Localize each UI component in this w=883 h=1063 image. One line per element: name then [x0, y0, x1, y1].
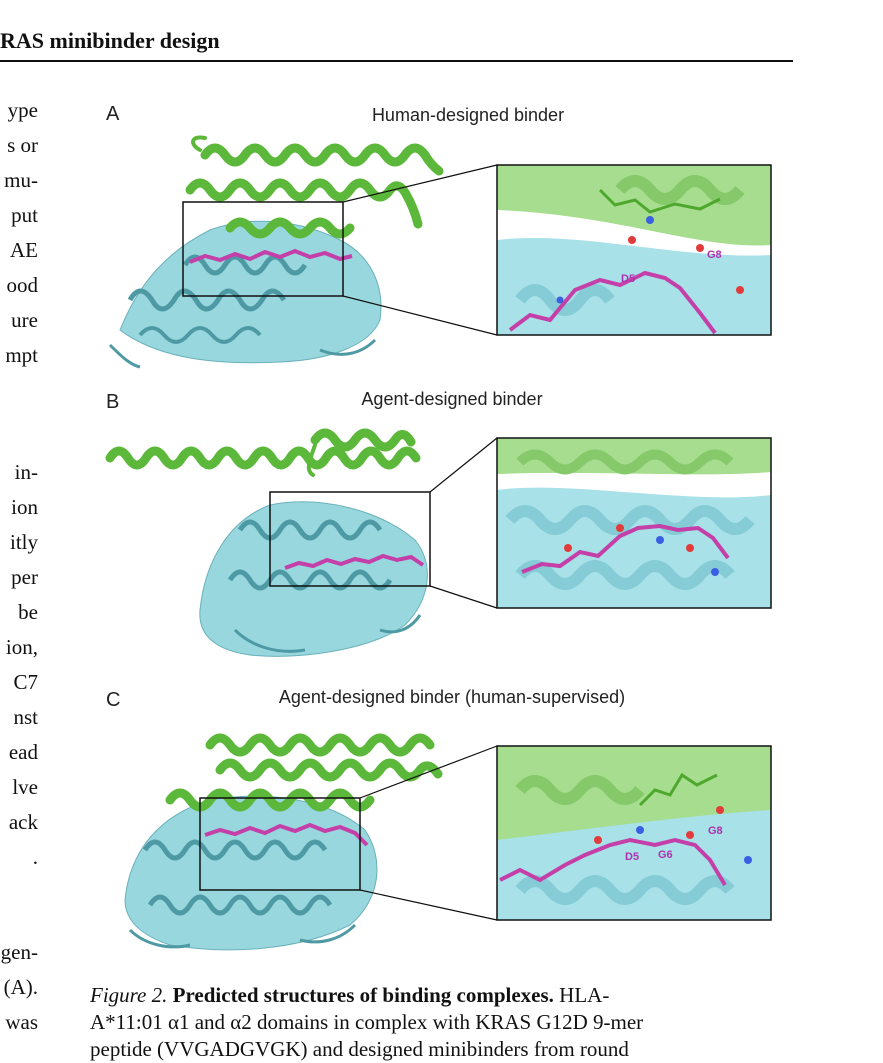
panel-a-structure: D5 G8	[108, 135, 772, 369]
left-column-fragment: ure	[11, 308, 38, 332]
left-column-fragment: itly	[9, 530, 38, 554]
left-column-fragment: .	[32, 845, 38, 869]
caption-title: Predicted structures of binding complexe…	[172, 983, 554, 1007]
left-column-fragment: s or	[7, 133, 38, 157]
caption-label: Figure 2.	[90, 983, 168, 1007]
left-column-fragment: ood	[6, 273, 39, 297]
panel-c-letter: C	[106, 689, 121, 711]
panel-c-label-d5: D5	[625, 851, 639, 863]
panel-a-zoom-box	[182, 201, 344, 297]
left-column-fragment: be	[18, 600, 38, 624]
left-column-fragment: lve	[12, 775, 38, 799]
panel-b-peptide	[284, 553, 425, 570]
panel-b-title: Agent-designed binder	[361, 389, 543, 409]
left-column-fragment: put	[11, 203, 38, 227]
panel-a-label-g8: G8	[707, 249, 722, 261]
left-column-fragment: in-	[14, 460, 38, 484]
panel-c-title: Agent-designed binder (human-supervised)	[278, 687, 626, 707]
panel-b-structure	[105, 428, 772, 657]
page-header-title: RAS minibinder design	[0, 28, 220, 53]
left-column-fragment: ion	[11, 495, 38, 519]
panel-b-binder-helices	[105, 428, 421, 477]
left-column-fragment: ead	[8, 740, 38, 764]
panel-c-mhc-domain	[124, 795, 378, 951]
panel-c-label-g6: G6	[658, 849, 673, 861]
left-column-fragment: per	[11, 565, 38, 589]
panel-b-zoom-box	[269, 491, 431, 587]
panel-a-inset: D5 G8	[497, 165, 771, 335]
panel-c-peptide	[204, 822, 369, 847]
left-column-fragment: nst	[13, 705, 38, 729]
left-column-fragment: gen-	[0, 940, 38, 964]
left-column-fragment: ype	[7, 98, 38, 122]
panel-a-binder-helices	[185, 135, 444, 239]
panel-a-mhc-domain	[108, 220, 382, 369]
caption-line3: peptide (VVGADGVGK) and designed minibin…	[90, 1037, 629, 1061]
panel-b-inset	[497, 438, 771, 608]
panel-c-binder-helices	[165, 733, 443, 812]
panel-c-label-g8: G8	[708, 825, 723, 837]
figure-caption: Figure 2. Predicted structures of bindin…	[90, 982, 800, 1063]
panel-c-structure: D5 G6 G8	[124, 733, 772, 951]
left-column-fragment: mu-	[4, 168, 38, 192]
header-rule	[0, 60, 793, 62]
panel-b-mhc-domain	[199, 501, 428, 657]
left-column-fragment: mpt	[5, 343, 38, 367]
panel-b-letter: B	[106, 391, 120, 413]
left-column-fragment: was	[5, 1010, 38, 1034]
panel-a-label-d5: D5	[621, 273, 635, 285]
left-column-fragment: ion,	[5, 635, 38, 659]
panel-a-letter: A	[106, 103, 120, 125]
caption-line1-tail: HLA-	[559, 983, 610, 1007]
panel-a-peptide	[189, 248, 353, 264]
caption-line2: A*11:01 α1 and α2 domains in complex wit…	[90, 1010, 644, 1034]
panel-c-inset: D5 G6 G8	[497, 746, 771, 920]
panel-c-zoom-box	[199, 797, 361, 891]
left-column-fragment: ack	[8, 810, 38, 834]
left-column-fragment: AE	[10, 238, 38, 262]
panel-a-title: Human-designed binder	[371, 105, 565, 125]
left-column-fragment: C7	[13, 670, 38, 694]
left-column-fragment: (A).	[3, 975, 38, 999]
